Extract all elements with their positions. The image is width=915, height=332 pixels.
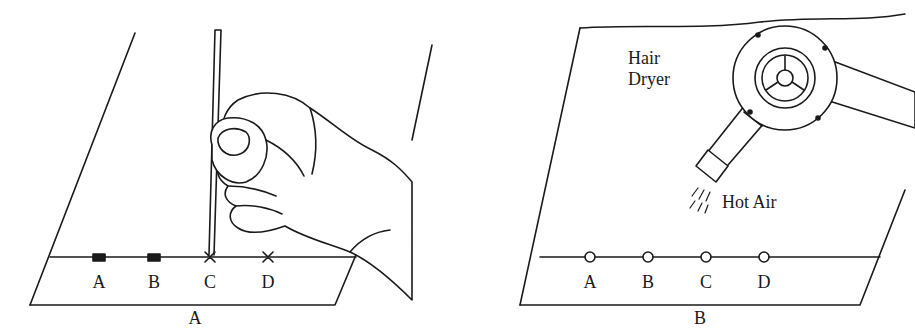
hot-air-stream [690, 188, 710, 213]
paper-edge [520, 28, 580, 305]
spot [585, 252, 595, 262]
device-label: Hair Dryer [628, 48, 686, 89]
paper-edge [520, 190, 905, 305]
panel-label: A [189, 308, 202, 329]
spot-letter: B [148, 272, 160, 293]
spot-mark [263, 252, 273, 262]
paper-edge [30, 33, 135, 305]
hair-dryer [696, 26, 915, 182]
paper-edge [412, 45, 432, 140]
spot-letter: C [700, 272, 712, 293]
spot-letter: C [204, 272, 216, 293]
spot-letter: A [584, 272, 597, 293]
paper-edge [580, 14, 905, 28]
hand [211, 93, 412, 300]
paper-edge [30, 250, 358, 305]
spot-letter: B [642, 272, 654, 293]
spot [643, 252, 653, 262]
spot [701, 252, 711, 262]
spot-letter: A [93, 272, 106, 293]
spot [759, 252, 769, 262]
spot [93, 254, 105, 261]
spot [148, 254, 160, 261]
spot-letter: D [758, 272, 771, 293]
air-label: Hot Air [722, 192, 777, 213]
panel-label: B [694, 308, 706, 329]
spot-letter: D [262, 272, 275, 293]
